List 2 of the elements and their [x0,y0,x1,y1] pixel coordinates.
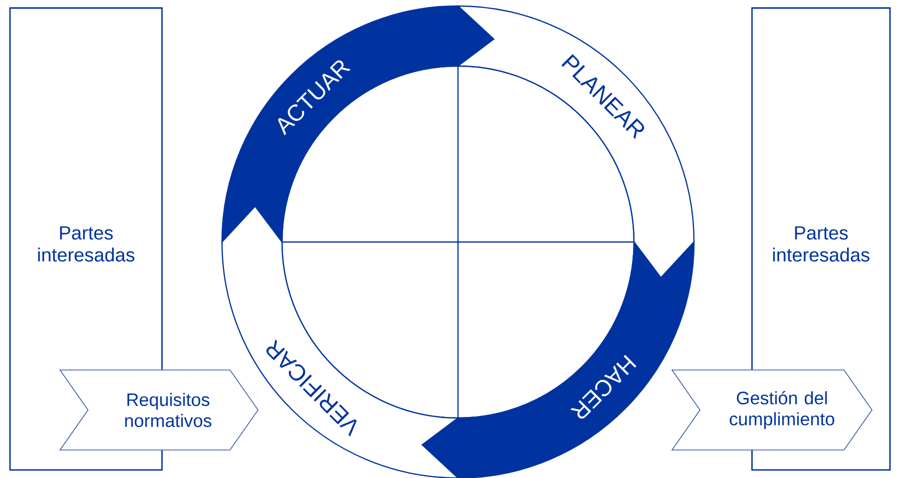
chevron-box: Requisitos normativos [59,370,258,450]
chevron-box: Gestión del cumplimiento [671,370,872,450]
